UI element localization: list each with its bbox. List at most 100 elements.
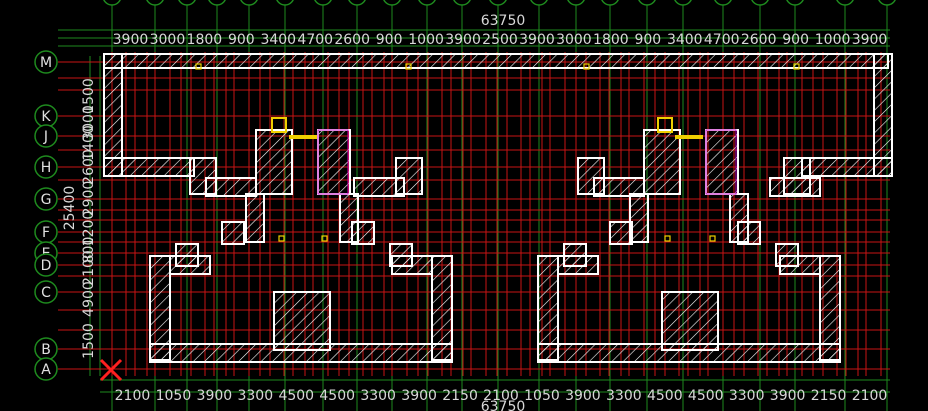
accent-yellow-dot [405,63,412,70]
top-dimension: 3400 [667,32,703,48]
bottom-dimension: 2100 [483,388,519,404]
top-wall [103,53,889,69]
corner-block [221,221,245,245]
accent-yellow-dot [709,235,716,242]
stair-core [255,129,293,195]
lower-wing-center [661,291,719,351]
axis-grid-red [58,52,890,376]
row-axis-bubble [34,280,58,304]
step-wall [577,157,605,195]
col-axis-bubble [314,0,332,6]
lower-wing-top [391,255,433,275]
lower-wing-top [557,255,599,275]
column-axis-markers [103,0,896,6]
bottom-dimension: 4500 [319,388,355,404]
bottom-dimension: 2100 [115,388,151,404]
building-walls [103,53,893,363]
bottom-dimension: 4500 [647,388,683,404]
col-axis-bubble [601,0,619,6]
col-axis-bubble [208,0,226,6]
col-axis-bubble [348,0,366,6]
col-axis-bubble [178,0,196,6]
top-dimension: 3900 [852,32,888,48]
col-axis-bubble [878,0,896,6]
shaft-wall [629,193,649,243]
shaft-wall [245,193,265,243]
accent-yellow-dot [195,63,202,70]
stair-core [643,129,681,195]
overall-width-top: 63750 [481,13,526,29]
col-axis-bubble [146,0,164,6]
left-dimension: 800 [81,237,97,264]
top-dimension: 900 [782,32,809,48]
right-lower-wall [801,157,893,177]
left-dimension: 1400 [81,125,97,161]
col-axis-bubble [567,0,585,6]
overall-depth-label: 25400 [62,186,78,231]
top-dimension: 2600 [741,32,777,48]
col-axis-bubble [276,0,294,6]
row-axis-bubble [34,357,58,381]
bottom-dimension: 3300 [606,388,642,404]
step-wall [353,177,405,197]
row-axis-label: F [42,225,50,241]
bottom-dimension: 3300 [360,388,396,404]
top-dimension: 2600 [334,32,370,48]
accent-yellow-mark [657,117,673,133]
lower-wing-top [779,255,821,275]
bottom-dimension: 3300 [729,388,765,404]
col-axis-bubble [786,0,804,6]
top-dimension: 1800 [187,32,223,48]
top-dimension: 3900 [113,32,149,48]
col-axis-bubble [674,0,692,6]
stair-core [317,129,351,195]
top-dimension: 2500 [482,32,518,48]
bottom-dimension: 1050 [524,388,560,404]
lower-wing-top [169,255,211,275]
row-axis-label: B [41,342,51,358]
col-axis-bubble [836,0,854,6]
left-dimension: 1200 [81,211,97,247]
top-dimension: 3900 [519,32,555,48]
row-axis-markers: MKJHGFEDCBA [34,50,58,381]
top-dimension: 900 [376,32,403,48]
row-axis-label: M [40,55,52,71]
left-dimension: 1500 [81,323,97,359]
top-dimension: 900 [634,32,661,48]
top-dimension: 3000 [556,32,592,48]
top-dimension: 1000 [408,32,444,48]
bottom-dimension: 3900 [770,388,806,404]
bottom-dimension: 3900 [401,388,437,404]
top-dimension: 3400 [260,32,296,48]
origin-marker-icon [99,358,123,382]
top-dimension: 1000 [815,32,851,48]
bottom-dimension: 3900 [197,388,233,404]
bottom-dimension: 4500 [278,388,314,404]
stair-core [705,129,739,195]
bottom-dimension: 2100 [852,388,888,404]
accent-yellow-dot [583,63,590,70]
col-axis-bubble [638,0,656,6]
row-axis-bubble [34,155,58,179]
bottom-dimension: 3900 [565,388,601,404]
row-axis-label: C [41,285,51,301]
bottom-dimension: 4500 [688,388,724,404]
left-lower-wall [103,157,195,177]
corner-block [609,221,633,245]
row-axis-label: A [41,362,51,378]
accent-yellow-dot [278,235,285,242]
row-axis-bubble [34,50,58,74]
corner-block [737,221,761,245]
top-dimension: 4700 [704,32,740,48]
row-axis-label: H [41,160,52,176]
left-dimension: 3000 [81,105,97,141]
left-dimension: 2600 [81,149,97,185]
top-dimension: 3900 [445,32,481,48]
accent-yellow-mark [289,135,317,139]
bottom-dimension: 3300 [237,388,273,404]
col-axis-bubble [751,0,769,6]
row-axis-bubble [34,253,58,277]
bottom-dimension: 2150 [442,388,478,404]
accent-yellow-mark [675,135,703,139]
